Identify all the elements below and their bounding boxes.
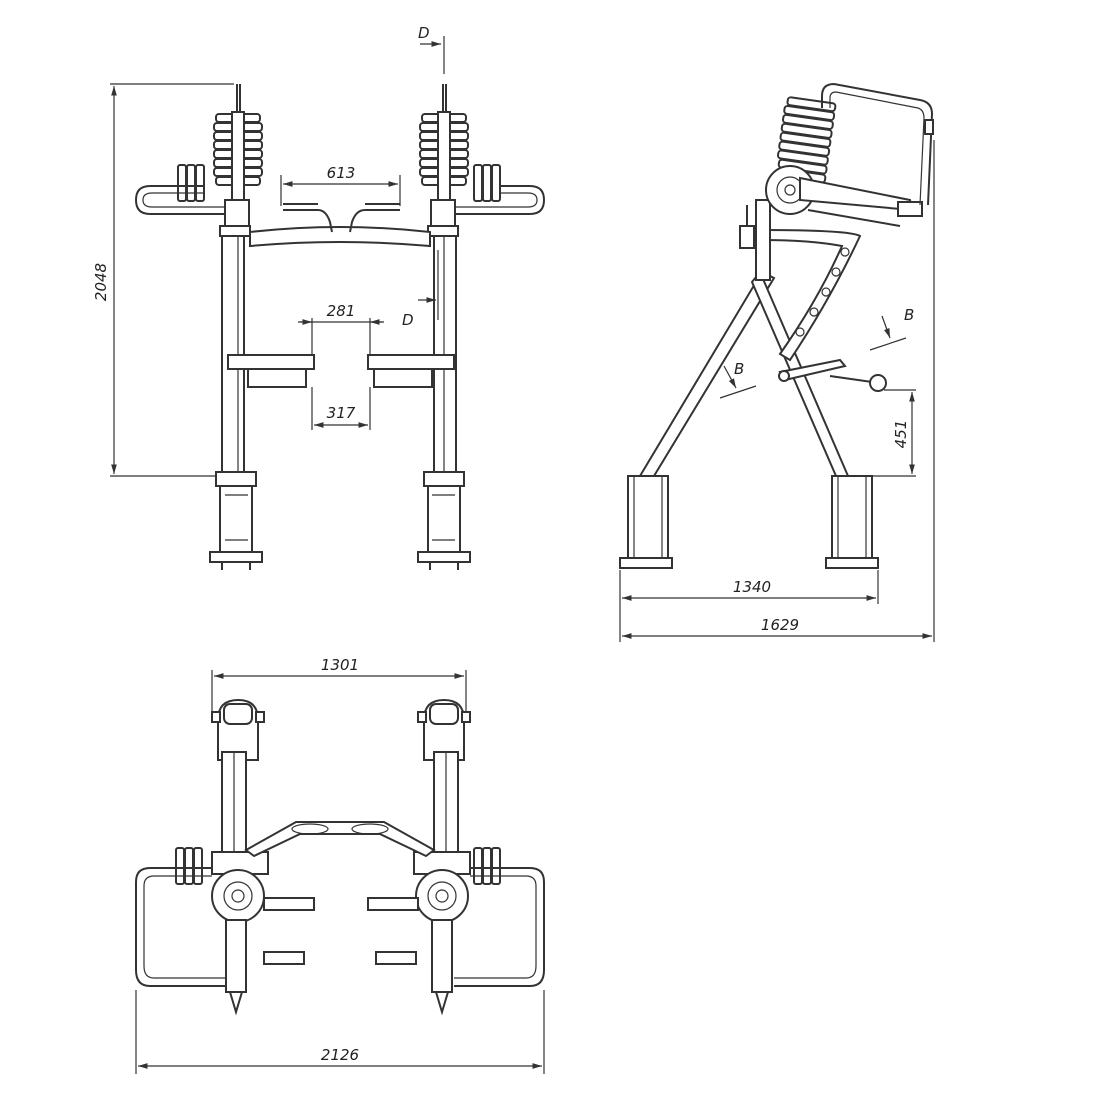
top-right-assembly bbox=[367, 698, 545, 1016]
dim-footprint-inner: 1340 bbox=[619, 570, 879, 642]
dim-handle-spacing: 613 bbox=[280, 164, 401, 206]
detail-d-top-label: D bbox=[418, 24, 430, 42]
front-handle-right bbox=[349, 209, 400, 233]
side-front-leg bbox=[638, 270, 776, 477]
dim-handle-height: 451 bbox=[872, 389, 916, 477]
front-view: 2048 613 281 317 D bbox=[92, 24, 546, 570]
detail-d-middle-label: D bbox=[402, 311, 414, 329]
dim-overall-width: 2126 bbox=[135, 990, 545, 1074]
front-right-post bbox=[417, 84, 546, 570]
section-b-upper-label: B bbox=[904, 306, 914, 324]
front-left-post bbox=[134, 84, 263, 570]
side-curved-arm bbox=[759, 228, 862, 362]
top-left-assembly bbox=[135, 698, 315, 1016]
section-b-upper: B bbox=[869, 306, 914, 351]
detail-d-middle: D bbox=[402, 250, 439, 329]
side-top-frame bbox=[821, 82, 934, 206]
overall-height-label: 2048 bbox=[92, 263, 110, 301]
handle-height-label: 451 bbox=[892, 420, 910, 449]
seat-gap-top-label: 281 bbox=[327, 302, 356, 320]
dim-overall-height: 2048 bbox=[92, 83, 234, 477]
detail-d-top: D bbox=[418, 24, 445, 74]
side-view: 451 1340 1629 B B bbox=[619, 82, 935, 642]
section-b-lower: B bbox=[719, 360, 757, 399]
post-spacing-label: 1301 bbox=[321, 656, 359, 674]
dim-seat-gap-bottom: 317 bbox=[311, 387, 371, 430]
top-view: 1301 2126 bbox=[135, 656, 545, 1074]
side-lever-knob bbox=[869, 374, 887, 392]
front-crossbeam bbox=[249, 226, 431, 248]
front-step-right bbox=[367, 354, 455, 370]
footprint-inner-label: 1340 bbox=[733, 578, 771, 596]
footprint-outer-label: 1629 bbox=[761, 616, 799, 634]
seat-gap-bottom-label: 317 bbox=[327, 404, 356, 422]
dim-footprint-outer: 1629 bbox=[622, 140, 935, 642]
dim-seat-gap-top: 281 bbox=[298, 302, 384, 356]
front-handle-left bbox=[283, 209, 333, 233]
side-foot-right bbox=[831, 475, 873, 559]
section-b-lower-label: B bbox=[734, 360, 744, 378]
overall-width-label: 2126 bbox=[321, 1046, 359, 1064]
handle-spacing-label: 613 bbox=[327, 164, 356, 182]
front-step-left bbox=[227, 354, 315, 370]
top-connecting-bar bbox=[244, 821, 436, 858]
dim-post-spacing: 1301 bbox=[211, 656, 467, 712]
